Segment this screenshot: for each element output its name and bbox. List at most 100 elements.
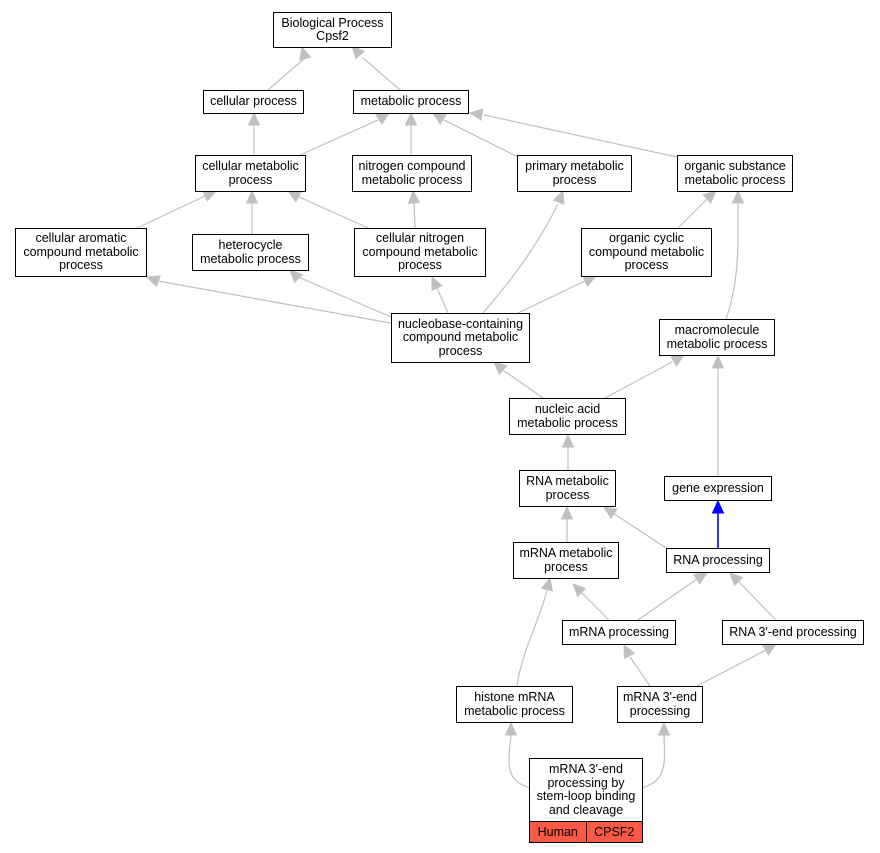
node-label-line: compound metabolic	[23, 244, 139, 259]
node-label-line: nucleobase-containing	[397, 316, 524, 331]
edge-line	[641, 734, 666, 789]
edge-line	[436, 287, 449, 314]
node-label-line: metabolic process	[200, 251, 301, 266]
node-label-line: processing	[629, 703, 691, 718]
edge-arrowhead	[729, 572, 744, 587]
edge-line	[482, 203, 559, 314]
node-label-line: process	[545, 487, 590, 502]
node-label-line: compound metabolic	[362, 244, 478, 259]
node-label-line: process	[438, 343, 483, 358]
edge-line	[580, 591, 610, 621]
edge-line	[299, 119, 379, 156]
edge-line	[443, 119, 521, 159]
edge-arrowhead	[572, 583, 587, 598]
node-label-line: metabolic process	[684, 172, 786, 187]
node-metabolic-process[interactable]: metabolic process	[353, 90, 469, 114]
edge-arrowhead	[560, 505, 574, 520]
node-label-line: nucleic acid	[534, 402, 601, 416]
edge-arrowhead	[247, 111, 261, 126]
node-label-line: RNA 3'-end processing	[729, 624, 857, 639]
edge-line	[483, 114, 678, 158]
edge-arrowhead	[561, 433, 575, 448]
node-label-line: compound metabolic	[588, 244, 705, 259]
edge-arrowhead	[245, 189, 259, 204]
node-label-line: heterocycle	[218, 238, 283, 252]
edge-arrowhead	[504, 721, 518, 736]
edge-line	[296, 195, 369, 229]
edge-arrowhead	[670, 354, 686, 367]
node-label-line: cellular metabolic	[202, 159, 299, 173]
edge-line	[696, 649, 767, 687]
node-label-line: metabolic process	[517, 415, 618, 430]
node-rna-3-end-processing[interactable]: RNA 3'-end processing	[722, 620, 864, 645]
edge-arrowhead	[407, 189, 421, 204]
leaf-label-line: mRNA 3'-end	[549, 762, 623, 776]
node-label-line: metabolic process	[464, 703, 565, 718]
node-label-line: process	[228, 172, 273, 187]
edge-line	[629, 656, 651, 687]
node-label-line: cellular nitrogen	[375, 231, 465, 246]
edge-arrowhead	[657, 721, 671, 736]
edge-line	[725, 203, 739, 320]
highlight-edge-arrowhead	[711, 499, 725, 514]
edge-arrowhead	[540, 576, 554, 592]
edge-arrowhead	[731, 189, 745, 204]
edge-arrowhead	[603, 506, 618, 520]
edge-line	[637, 578, 698, 621]
node-label-line: compound metabolic	[402, 330, 519, 345]
node-label-line: mRNA metabolic	[519, 546, 613, 560]
node-label-line: Biological Process	[281, 15, 384, 30]
leaf-term-mrna-3-end-stem-loop[interactable]: mRNA 3'-end processing by stem-loop bind…	[529, 758, 643, 843]
leaf-label-line: and cleavage	[548, 802, 624, 817]
edge-arrowhead	[702, 190, 717, 204]
species-cell[interactable]: Human	[530, 822, 586, 842]
edge-arrowhead	[693, 572, 709, 585]
edge-line	[362, 57, 401, 91]
node-label-line: metabolic process	[666, 336, 768, 351]
edge-line	[295, 275, 399, 321]
edge-line	[677, 197, 709, 229]
edge-arrowhead	[711, 354, 725, 369]
gene-cell[interactable]: CPSF2	[585, 822, 642, 842]
edge-arrowhead	[404, 111, 418, 126]
node-mrna-processing[interactable]: mRNA processing	[562, 620, 676, 645]
node-label-line: cellular aromatic	[35, 231, 127, 246]
node-rna-processing[interactable]: RNA processing	[666, 548, 770, 573]
edge-line	[502, 369, 544, 399]
edge-line	[508, 734, 531, 789]
node-label-line: organic substance	[684, 159, 786, 173]
node-label-line: histone mRNA	[474, 690, 555, 704]
edge-line	[517, 280, 586, 314]
edge-arrowhead	[145, 275, 161, 288]
edge-arrowhead	[299, 45, 312, 61]
node-label-line: nitrogen compound	[358, 159, 466, 173]
edge-line	[516, 589, 548, 687]
edge-arrowhead	[202, 190, 218, 202]
edge-arrowhead	[431, 112, 447, 126]
node-label-line: mRNA processing	[568, 624, 670, 639]
node-gene-expression[interactable]: gene expression	[664, 476, 772, 501]
node-cellular-process[interactable]: cellular process	[203, 90, 304, 114]
edge-arrowhead	[286, 190, 302, 203]
node-label-line: process	[552, 172, 597, 187]
node-label-line: process	[544, 559, 588, 574]
edge-arrowhead	[468, 108, 484, 121]
node-label-line: gene expression	[672, 480, 764, 495]
